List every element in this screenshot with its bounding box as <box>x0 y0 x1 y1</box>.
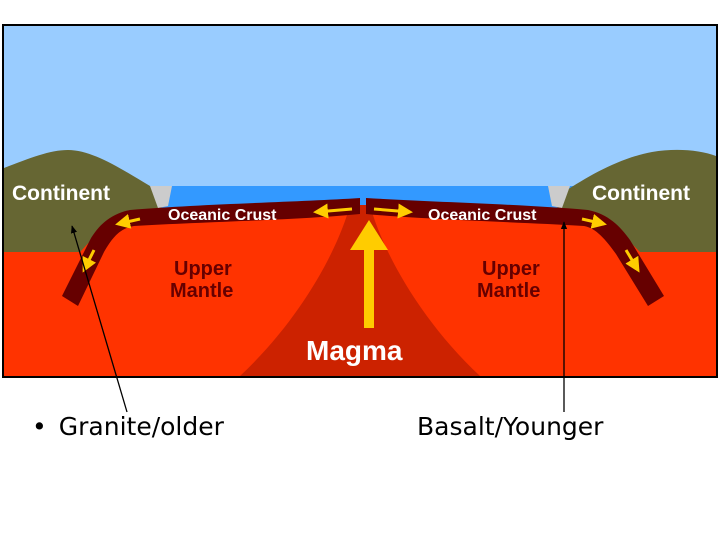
continent-left-label: Continent <box>12 182 110 205</box>
oceanic-crust-right <box>366 198 664 306</box>
crust-arrow-left-1 <box>313 203 353 219</box>
upper-mantle-left-label-line1: Upper <box>174 258 232 280</box>
caption-granite-text: Granite/older <box>58 412 224 441</box>
oceanic-crust-left-label: Oceanic Crust <box>168 207 277 224</box>
continent-left <box>4 150 162 252</box>
pointer-line-granite <box>70 225 128 413</box>
magma-arrow-head <box>350 220 388 250</box>
upper-mantle-left-label-line2: Mantle <box>170 280 233 302</box>
crust-arrow-left-2 <box>115 214 141 229</box>
magma-arrow-shaft <box>364 244 374 328</box>
magma-plume <box>240 205 480 376</box>
continent-right-label: Continent <box>592 182 690 205</box>
continent-right <box>556 149 716 252</box>
upper-mantle-right-label-line2: Mantle <box>477 280 540 302</box>
crust-arrow-right-1 <box>373 203 413 219</box>
beach-left <box>150 186 172 208</box>
crust-arrow-left-3 <box>82 249 97 273</box>
bullet-marker: • <box>32 412 47 441</box>
caption-basalt: Basalt/Younger <box>417 414 603 439</box>
magma-label: Magma <box>306 335 403 366</box>
crust-arrow-right-3 <box>624 249 640 273</box>
caption-granite: • Granite/older <box>32 414 224 439</box>
oceanic-crust-right-label: Oceanic Crust <box>428 207 537 224</box>
beach-right <box>548 186 570 208</box>
upper-mantle-right-label-line1: Upper <box>482 258 540 280</box>
oceanic-crust-left <box>62 198 360 306</box>
caption-basalt-text: Basalt/Younger <box>417 412 604 441</box>
crust-arrow-right-2 <box>581 214 607 229</box>
